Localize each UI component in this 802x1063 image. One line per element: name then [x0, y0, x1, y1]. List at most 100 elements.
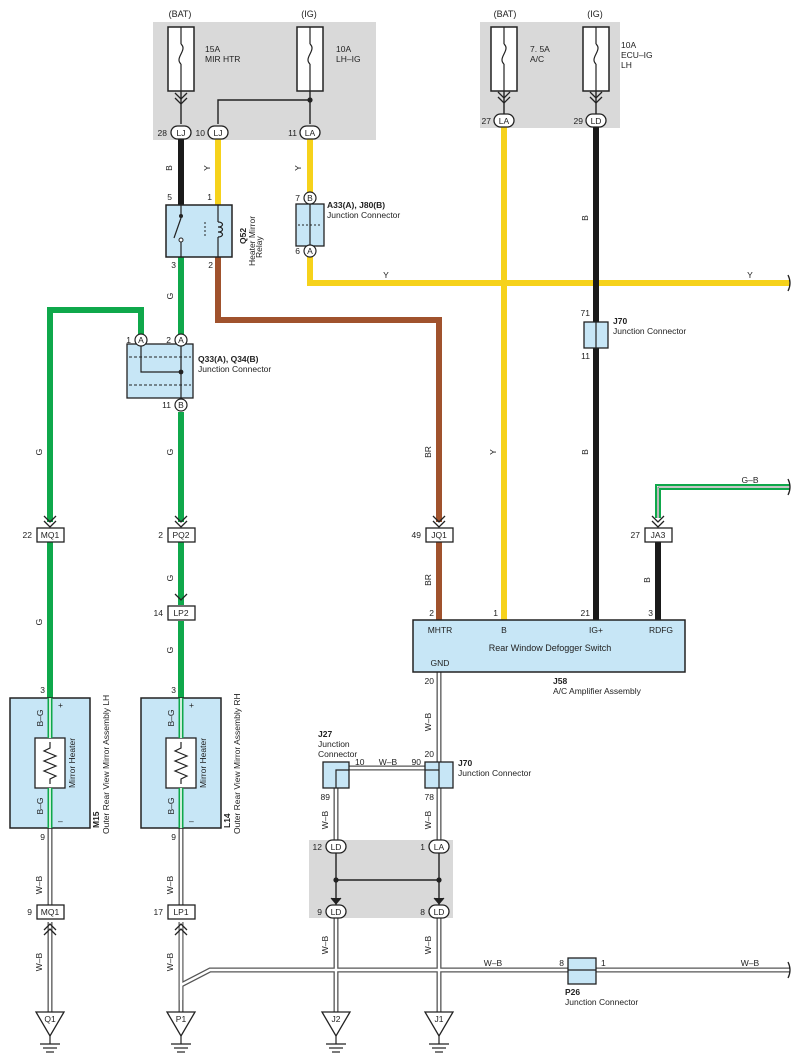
- jc-j70-bot-sub: Junction Connector: [458, 768, 531, 778]
- svg-text:LD: LD: [434, 907, 445, 917]
- pin-la11: LA: [299, 125, 321, 140]
- pin-la1: LA: [428, 839, 450, 854]
- label-wb-10: W–B: [423, 935, 433, 954]
- amp-pin-ig-label: IG+: [589, 625, 603, 635]
- jc-a33-sub: Junction Connector: [327, 210, 400, 220]
- fuse4-rating: 10A: [621, 40, 636, 50]
- label-wire-y-3: Y: [383, 270, 389, 280]
- wire-arrowheads: [174, 91, 603, 105]
- fuse-ac: [490, 26, 518, 92]
- pin-la11-num: 11: [288, 128, 297, 138]
- pin-la27-num: 27: [482, 116, 492, 126]
- splice-dot-gnd-right: [436, 877, 442, 883]
- ground-q1: Q1: [34, 1011, 66, 1053]
- pin-la1-num: 1: [420, 842, 425, 852]
- jc-j70-bot-pin78: 78: [425, 792, 435, 802]
- fuse2-rating: 10A: [336, 44, 351, 54]
- jc-a33-pin7: 7: [295, 193, 300, 203]
- conn-jq1-49: JQ1: [425, 515, 454, 543]
- mirror-lh-wire-top: B–G: [35, 709, 45, 726]
- svg-text:A: A: [307, 246, 313, 256]
- mirror-rh-wire-top: B–G: [166, 709, 176, 726]
- fuse4-source: (IG): [587, 9, 603, 19]
- conn-pq2-2-pin: 2: [158, 530, 163, 540]
- jc-j70-bot-pin90: 90: [412, 757, 422, 767]
- pin-la27: LA: [493, 113, 515, 128]
- svg-text:A: A: [138, 335, 144, 345]
- label-wire-g-6: G: [165, 647, 175, 654]
- amp-pin-mhtr-num: 2: [429, 608, 434, 618]
- svg-text:LJ: LJ: [214, 128, 223, 138]
- jc-p26: [567, 957, 597, 985]
- relay-label: Q52 Heater Mirror: [238, 216, 257, 266]
- label-wb-4: W–B: [165, 952, 175, 971]
- fuse4-name2: LH: [621, 60, 632, 70]
- svg-text:LD: LD: [331, 842, 342, 852]
- mirror-lh-code: M15: [91, 811, 101, 828]
- svg-text:LA: LA: [499, 116, 510, 126]
- conn-mq1-22-pin: 22: [23, 530, 33, 540]
- fuse3-rating: 7. 5A: [530, 44, 550, 54]
- label-wire-y-4: Y: [747, 270, 753, 280]
- mirror-lh-pin-top: 3: [40, 685, 45, 695]
- label-wb-3: W–B: [165, 875, 175, 894]
- pin-lj28-num: 28: [158, 128, 168, 138]
- jc-q33-pin1: 1: [126, 335, 131, 345]
- conn-lp2-14: LP2: [167, 593, 196, 621]
- conn-mq1-22: MQ1: [36, 515, 65, 543]
- conn-pq2-2: PQ2: [167, 515, 196, 543]
- fuse-ecu-ig: [582, 26, 610, 92]
- wire-gb-ja3: [655, 484, 790, 518]
- relay-pin5: 5: [167, 192, 172, 202]
- svg-text:Q1: Q1: [44, 1014, 56, 1024]
- svg-text:LP2: LP2: [173, 608, 188, 618]
- label-wire-y-5: Y: [488, 449, 498, 455]
- label-wire-y-1: Y: [202, 165, 212, 171]
- label-wb-9: W–B: [320, 935, 330, 954]
- pin-ld9-num: 9: [317, 907, 322, 917]
- conn-lp1-17: LP1: [167, 904, 196, 936]
- jc-q33-q34: A A B: [126, 333, 194, 412]
- pin-ld12-num: 12: [313, 842, 323, 852]
- relay-pin2: 2: [208, 260, 213, 270]
- fuse4-name1: ECU–IG: [621, 50, 653, 60]
- label-wb-12: W–B: [741, 958, 760, 968]
- wire-br-jq1: [215, 257, 442, 522]
- svg-text:A: A: [178, 335, 184, 345]
- relay-pin1: 1: [207, 192, 212, 202]
- svg-text:Relay: Relay: [254, 236, 264, 258]
- label-wb-11: W–B: [484, 958, 503, 968]
- conn-lp2-14-pin: 14: [154, 608, 164, 618]
- amp-gnd-pin: 20: [425, 676, 435, 686]
- ground-j1: J1: [423, 1011, 455, 1053]
- conn-lp1-17-pin: 17: [154, 907, 164, 917]
- amp-pin-rdfg-num: 3: [648, 608, 653, 618]
- label-wire-br-1: BR: [423, 446, 433, 458]
- conn-ja3-27-pin: 27: [631, 530, 641, 540]
- ground-j2: J2: [320, 1011, 352, 1053]
- jc-j27-pin89: 89: [321, 792, 331, 802]
- pin-ld8: LD: [428, 897, 450, 919]
- amp-pin-ig-num: 21: [581, 608, 591, 618]
- svg-text:JQ1: JQ1: [431, 530, 447, 540]
- svg-text:LD: LD: [591, 116, 602, 126]
- fuse2-source: (IG): [301, 9, 317, 19]
- jc-q33-title: Q33(A), Q34(B): [198, 354, 259, 364]
- svg-text:PQ2: PQ2: [172, 530, 189, 540]
- pin-lj10-num: 10: [196, 128, 206, 138]
- jc-j27-line1: Junction: [318, 739, 350, 749]
- jc-p26-pin8: 8: [559, 958, 564, 968]
- jc-j70-top-sub: Junction Connector: [613, 326, 686, 336]
- label-wb-6: W–B: [379, 757, 398, 767]
- amp-gnd-label: GND: [431, 658, 450, 668]
- label-wire-y-2: Y: [293, 165, 303, 171]
- jc-j70-top-pin71: 71: [581, 308, 591, 318]
- svg-text:LD: LD: [331, 907, 342, 917]
- amp-pin-b-num: 1: [493, 608, 498, 618]
- amp-pin-b-label: B: [501, 625, 507, 635]
- wire-wb-grounds: [47, 672, 790, 1012]
- ac-amplifier-assembly: [412, 619, 686, 673]
- label-wb-1: W–B: [34, 875, 44, 894]
- jc-a33-title: A33(A), J80(B): [327, 200, 385, 210]
